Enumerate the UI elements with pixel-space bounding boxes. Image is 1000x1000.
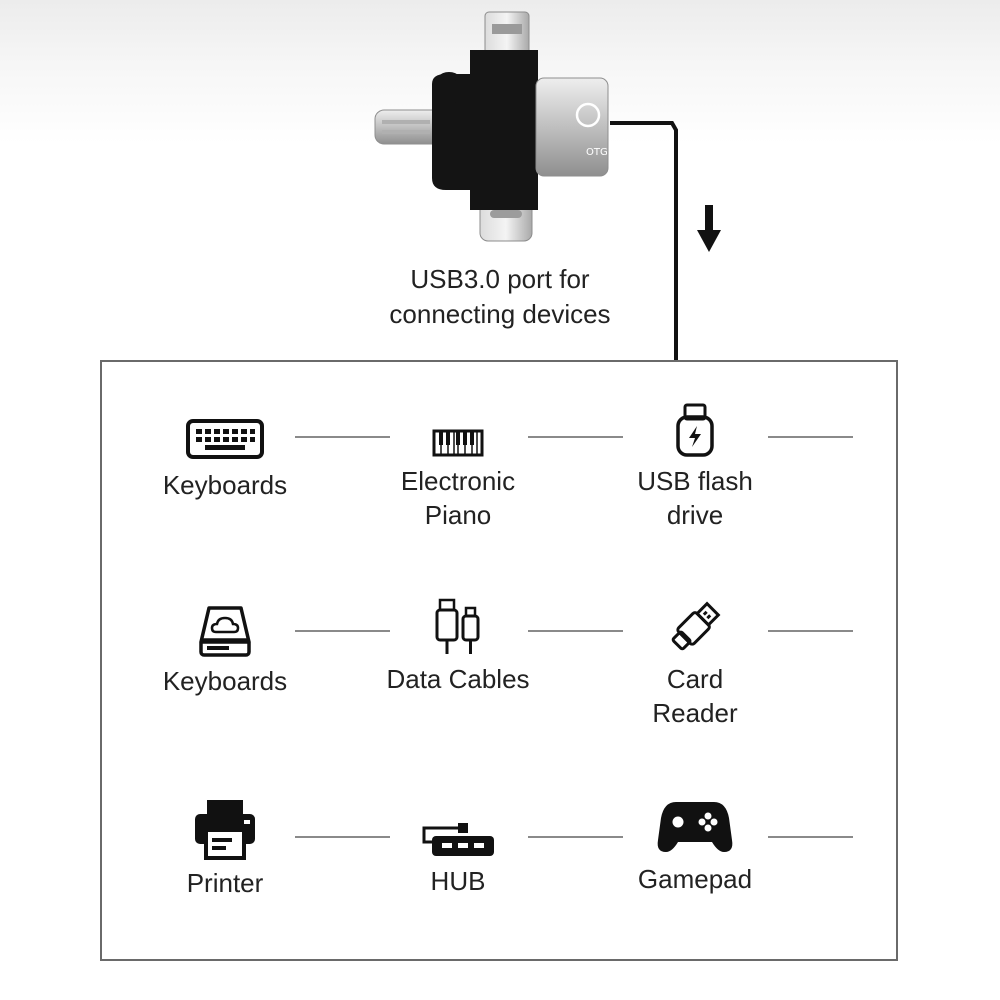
device-label: Data Cables — [386, 664, 530, 694]
separator-line — [528, 836, 623, 838]
data-cables-icon — [435, 598, 480, 654]
caption-line-1: USB3.0 port for — [410, 264, 590, 294]
device-label: Electronic Piano — [400, 466, 516, 530]
usb-flash-drive-icon — [676, 403, 714, 457]
separator-line — [768, 630, 853, 632]
separator-line — [768, 436, 853, 438]
svg-text:OTG: OTG — [586, 147, 608, 158]
device-usb-flash-drive: USB flash drive — [595, 400, 795, 532]
device-label: Keyboards — [162, 470, 288, 500]
device-keyboards: Keyboards — [125, 404, 325, 502]
separator-line — [528, 630, 623, 632]
connection-cable — [610, 121, 721, 362]
device-label: Card Reader — [652, 664, 738, 728]
device-card-reader: Card Reader — [595, 598, 795, 730]
device-label: Printer — [186, 868, 264, 898]
keyboard-icon — [186, 419, 264, 459]
device-hub: HUB — [358, 800, 558, 898]
device-label: Gamepad — [637, 864, 753, 894]
down-arrow-icon — [697, 230, 721, 252]
hard-drive-icon — [199, 606, 251, 657]
piano-icon — [432, 429, 484, 457]
separator-line — [295, 836, 390, 838]
device-label: Keyboards — [162, 666, 288, 696]
hub-icon — [422, 823, 494, 856]
caption-line-2: connecting devices — [389, 299, 611, 329]
gamepad-icon — [657, 802, 733, 852]
device-hard-drive: Keyboards — [125, 600, 325, 698]
separator-line — [528, 436, 623, 438]
device-electronic-piano: Electronic Piano — [358, 400, 558, 532]
device-label: HUB — [430, 866, 486, 896]
device-gamepad: Gamepad — [595, 798, 795, 896]
otg-adapter-image: OTG — [374, 11, 609, 242]
card-reader-icon — [671, 601, 721, 651]
device-data-cables: Data Cables — [358, 598, 558, 696]
device-printer: Printer — [125, 800, 325, 900]
separator-line — [295, 436, 390, 438]
device-compatibility-panel — [100, 360, 898, 961]
separator-line — [768, 836, 853, 838]
printer-icon — [195, 800, 255, 860]
separator-line — [295, 630, 390, 632]
port-caption: USB3.0 port for connecting devices — [340, 262, 660, 332]
device-label: USB flash drive — [637, 466, 753, 530]
down-arrow-shaft — [705, 205, 713, 233]
